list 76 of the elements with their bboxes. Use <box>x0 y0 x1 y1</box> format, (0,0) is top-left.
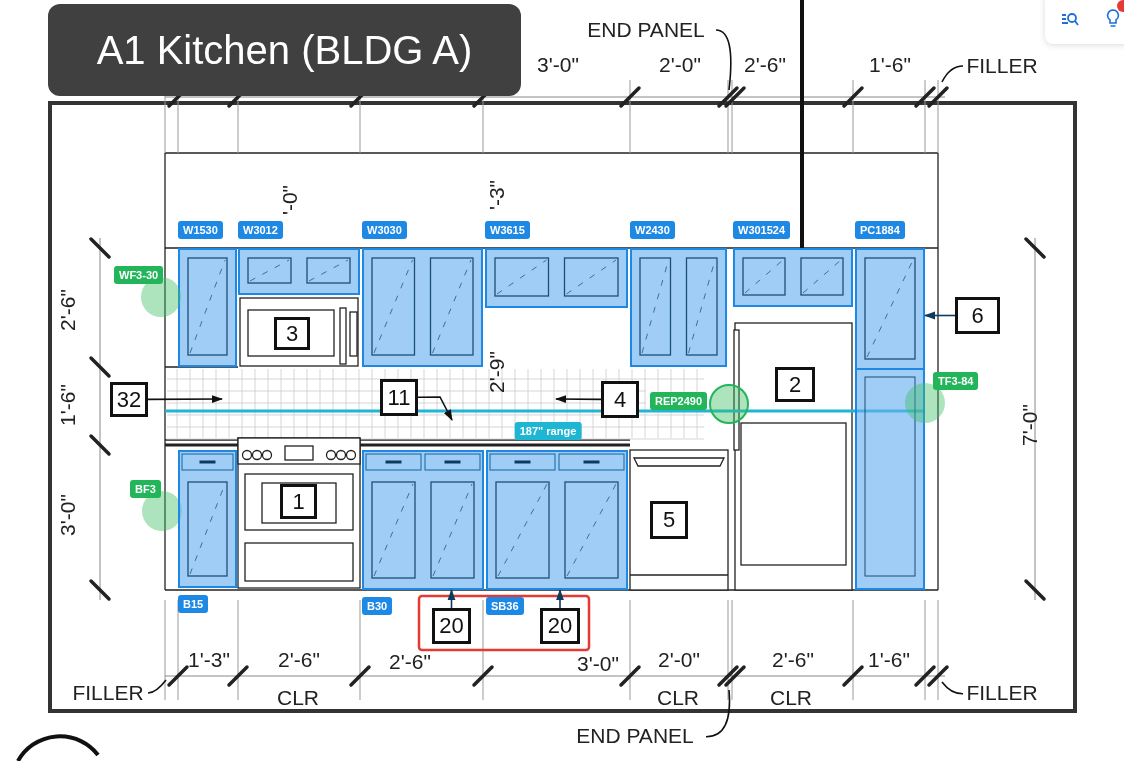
part-label: FILLER <box>963 52 1041 80</box>
location-marker <box>709 384 749 424</box>
dimension-label: 2'-6" <box>744 53 786 77</box>
clearance-label: CLR <box>770 686 812 710</box>
dimension-label: 3'-0" <box>577 652 619 676</box>
location-marker <box>905 383 945 423</box>
dimension-label: 2'-6" <box>278 648 320 672</box>
part-label: FILLER <box>68 680 148 706</box>
leader-line <box>147 679 167 694</box>
cabinet-tag: W3030 <box>362 221 407 239</box>
callout-number: 6 <box>955 297 1000 334</box>
dimension-label: '-3" <box>485 179 509 211</box>
cabinet <box>238 248 360 295</box>
arrow <box>923 311 956 320</box>
dimension-label: 1'-6" <box>869 53 911 77</box>
callout-number: 1 <box>280 484 317 519</box>
arrow <box>447 588 456 609</box>
dimension-label: 3'-0" <box>56 494 80 536</box>
cabinet <box>178 248 237 367</box>
leader-line <box>941 681 964 695</box>
cabinet-tag: W3615 <box>485 221 530 239</box>
arrow <box>554 395 602 403</box>
clearance-label: CLR <box>277 686 319 710</box>
cabinet <box>733 248 853 307</box>
cabinet <box>362 248 483 367</box>
range-tag: 187" range <box>514 422 582 440</box>
cabinet <box>485 248 628 308</box>
cabinet-tag: B30 <box>362 597 393 615</box>
cabinet-tag: PC1884 <box>855 221 905 239</box>
callout-number: 32 <box>110 382 148 417</box>
part-label: END PANEL <box>576 16 716 44</box>
location-marker <box>141 277 181 317</box>
leader-line <box>705 689 731 738</box>
dimension-label: 2'-6" <box>772 648 814 672</box>
arrow <box>556 588 564 609</box>
dimension-label: 2'-9" <box>485 351 509 393</box>
arrow <box>147 395 224 403</box>
title-banner: A1 Kitchen (BLDG A) <box>48 4 521 96</box>
dimension-label: 2'-0" <box>658 648 700 672</box>
callout-number: 11 <box>380 379 418 416</box>
part-label: END PANEL <box>564 722 706 750</box>
dimension-label: 2'-0" <box>659 53 701 77</box>
marker-tag: REP2490 <box>650 392 708 410</box>
dimension-label: 2'-6" <box>56 289 80 331</box>
dimension-label: 1'-3" <box>188 648 230 672</box>
cabinet <box>178 450 237 588</box>
dimension-label: 1'-6" <box>56 384 80 426</box>
callout-number: 5 <box>650 501 688 539</box>
cabinet-tag: W301524 <box>733 221 791 239</box>
cabinet-tag: SB36 <box>486 597 524 615</box>
dimension-label: 2'-6" <box>389 650 431 674</box>
cabinet <box>362 450 484 590</box>
callout-number: 20 <box>540 608 580 644</box>
callout-number: 2 <box>775 367 815 402</box>
cabinet-tag: W2430 <box>630 221 675 239</box>
callout-number: 3 <box>274 317 310 350</box>
dimension-label: 1'-6" <box>868 648 910 672</box>
marker-tag: WF3-30 <box>114 266 164 284</box>
cabinet <box>855 248 925 590</box>
cabinet-tag: W3012 <box>238 221 283 239</box>
marker-tag: BF3 <box>130 480 161 498</box>
leader-line <box>941 65 964 83</box>
callout-number: 20 <box>432 608 471 644</box>
clearance-label: CLR <box>657 686 699 710</box>
callout-number: 4 <box>601 381 639 418</box>
leader-line <box>715 29 732 91</box>
part-label: FILLER <box>963 680 1041 706</box>
cabinet-tag: B15 <box>178 595 209 613</box>
dimension-label: 7'-0" <box>1018 404 1042 446</box>
marker-tag: TF3-84 <box>933 372 979 390</box>
arrow <box>417 396 453 421</box>
cabinet-tag: W1530 <box>178 221 223 239</box>
dimension-label: '-0" <box>278 184 302 216</box>
cabinet <box>486 450 628 590</box>
dimension-label: 3'-0" <box>537 53 579 77</box>
cabinet <box>630 248 727 367</box>
